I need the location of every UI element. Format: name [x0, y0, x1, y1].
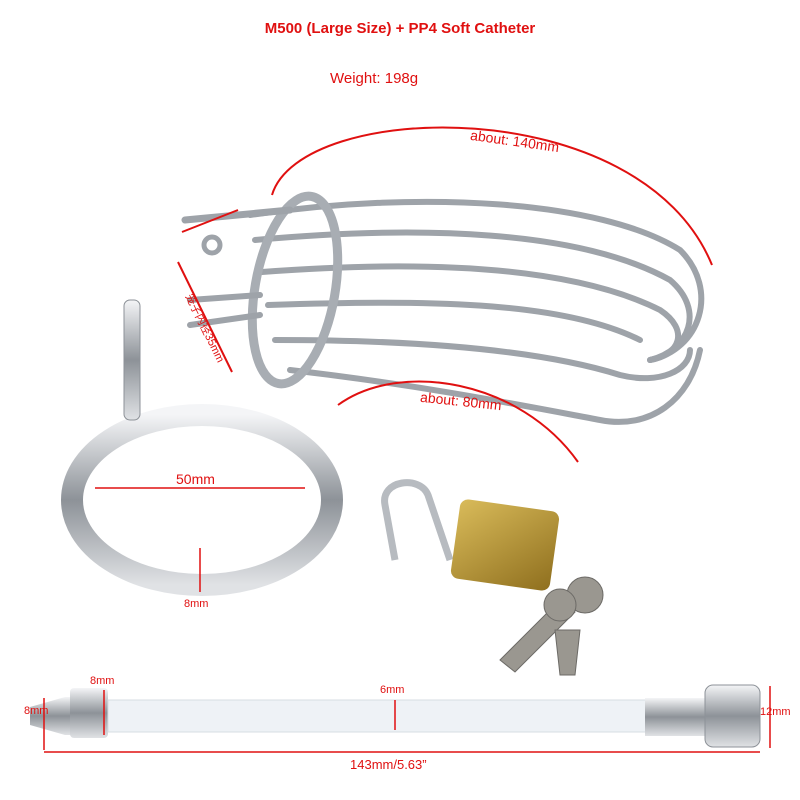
cage	[181, 191, 705, 425]
catheter-dimension-lines	[43, 686, 771, 753]
catheter-tip-diameter-label: 8mm	[24, 705, 49, 717]
base-ring	[61, 299, 343, 596]
weight-label: Weight: 198g	[330, 70, 419, 87]
catheter-cap-diameter-label: 12mm	[760, 706, 791, 718]
catheter-total-length-label: 143mm/5.63”	[350, 757, 427, 772]
cage-length-arc	[177, 126, 713, 463]
ring-diameter-label: 50mm	[176, 471, 215, 487]
catheter	[30, 684, 761, 748]
ring-thickness-label: 8mm	[184, 598, 209, 610]
padlock	[381, 479, 604, 676]
catheter-tube-diameter-label: 6mm	[380, 684, 405, 696]
catheter-tip-length-label: 8mm	[90, 675, 115, 687]
product-title: M500 (Large Size) + PP4 Soft Catheter	[264, 20, 536, 37]
